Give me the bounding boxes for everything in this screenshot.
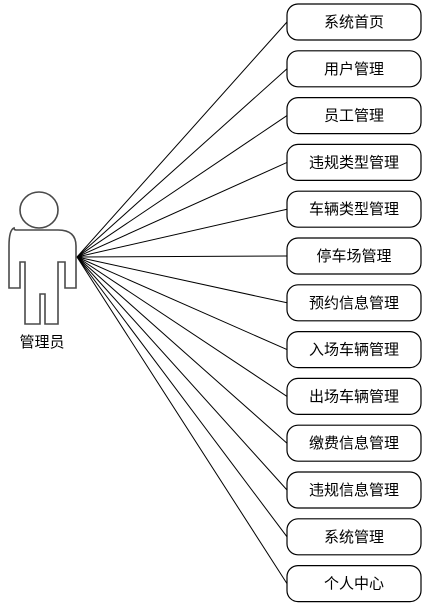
use-case: 入场车辆管理	[286, 331, 422, 369]
use-case-box	[286, 50, 422, 88]
connector-line	[76, 21, 288, 258]
person-icon	[8, 191, 77, 325]
use-case-box	[286, 518, 422, 556]
connector-line	[76, 68, 288, 258]
actor: 管理员	[8, 191, 77, 351]
use-case-box	[286, 331, 422, 369]
use-case-label: 系统管理	[324, 528, 384, 546]
use-case: 缴费信息管理	[286, 424, 422, 462]
use-case-label: 个人中心	[324, 575, 384, 593]
use-case-box	[286, 3, 422, 41]
use-case-label: 出场车辆管理	[309, 387, 399, 405]
use-case-label: 系统首页	[324, 13, 384, 31]
use-case-list: 系统首页用户管理员工管理违规类型管理车辆类型管理停车场管理预约信息管理入场车辆管…	[286, 3, 422, 603]
use-case-box	[286, 143, 422, 181]
connector-line	[76, 256, 288, 397]
connector-line	[76, 256, 288, 444]
use-case: 用户管理	[286, 50, 422, 88]
use-case: 违规类型管理	[286, 143, 422, 181]
use-case: 系统管理	[286, 518, 422, 556]
use-case-box	[286, 284, 422, 322]
use-case-box	[286, 96, 422, 135]
connector-lines	[76, 21, 288, 584]
use-case-box	[286, 237, 422, 275]
use-case: 出场车辆管理	[286, 377, 422, 415]
use-case-box	[286, 564, 422, 603]
actor-label: 管理员	[19, 333, 64, 351]
use-case: 个人中心	[286, 564, 422, 603]
use-case-box	[286, 377, 422, 415]
connector-line	[76, 256, 288, 304]
use-case-label: 停车场管理	[316, 247, 391, 265]
use-case: 停车场管理	[286, 237, 422, 275]
use-case: 违规信息管理	[286, 471, 422, 509]
actor-body	[8, 226, 77, 325]
actor-head	[19, 191, 59, 229]
use-case: 员工管理	[286, 96, 422, 135]
use-case: 系统首页	[286, 3, 422, 41]
use-case-label: 预约信息管理	[309, 294, 399, 312]
use-case-label: 员工管理	[324, 107, 384, 125]
use-case-box	[286, 190, 422, 228]
connector-line	[76, 256, 288, 584]
connector-line	[76, 256, 288, 351]
connector-line	[76, 208, 288, 258]
connector-line	[76, 161, 288, 258]
connector-line	[76, 256, 288, 538]
connector-line	[76, 256, 288, 491]
use-case-box	[286, 471, 422, 509]
use-case: 车辆类型管理	[286, 190, 422, 228]
use-case-label: 违规信息管理	[309, 481, 399, 499]
use-case-box	[286, 424, 422, 462]
use-case-label: 用户管理	[324, 60, 384, 78]
use-case-label: 违规类型管理	[309, 153, 399, 171]
use-case-label: 入场车辆管理	[309, 341, 399, 359]
use-case: 预约信息管理	[286, 284, 422, 322]
connector-line	[76, 255, 288, 258]
use-case-label: 车辆类型管理	[309, 200, 399, 218]
use-case-label: 缴费信息管理	[309, 434, 399, 452]
connector-line	[76, 115, 288, 258]
